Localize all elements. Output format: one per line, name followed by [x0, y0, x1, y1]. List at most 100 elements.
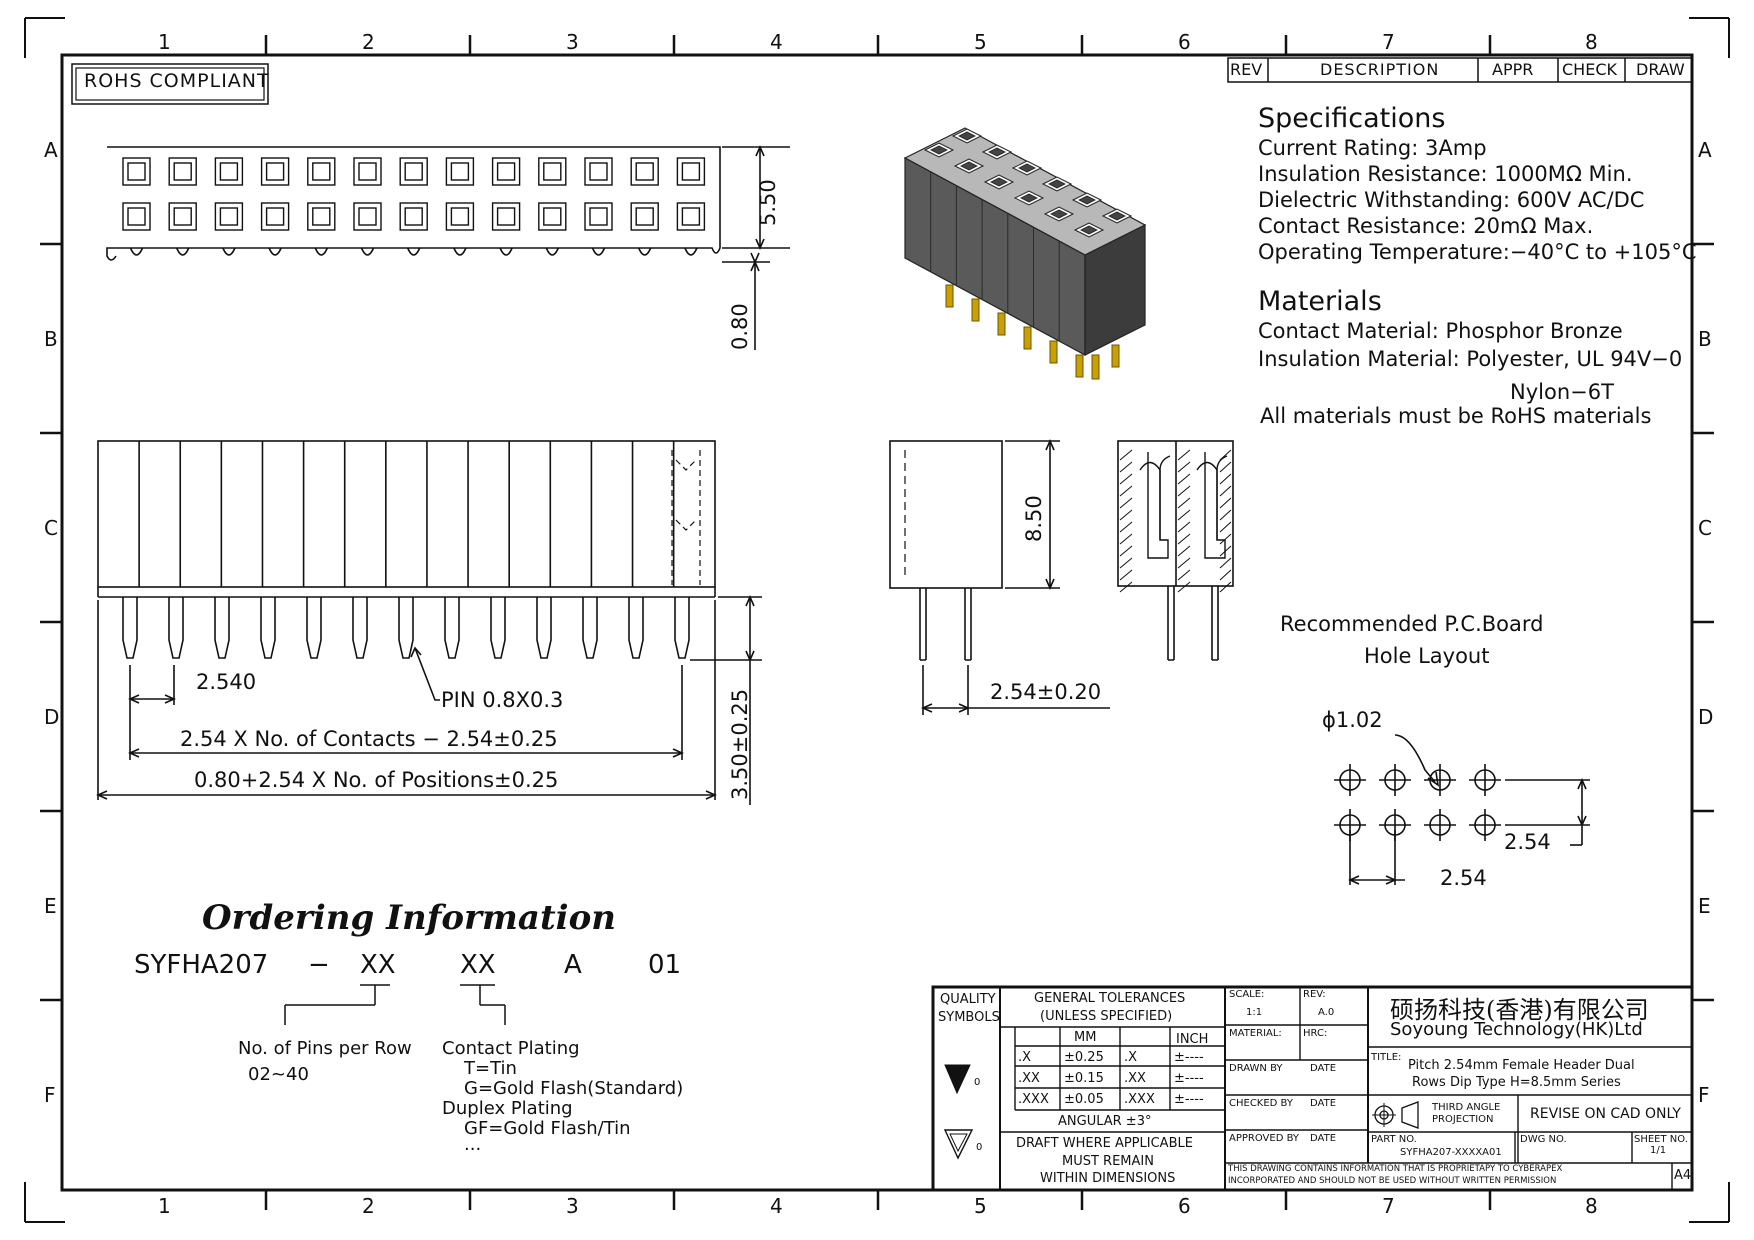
zone-column-label: 8: [1585, 30, 1598, 54]
tb-draft-line3: WITHIN DIMENSIONS: [1040, 1171, 1176, 1186]
corner-mark: [24, 1182, 65, 1223]
zone-ticks: [40, 35, 1714, 1210]
tb-checked-date: DATE: [1310, 1098, 1337, 1109]
tb-drawn-date: DATE: [1310, 1063, 1337, 1074]
check-header: CHECK: [1562, 60, 1617, 79]
tb-draft-line1: DRAFT WHERE APPLICABLE: [1016, 1136, 1193, 1151]
tb-sheet-size: A4: [1674, 1168, 1692, 1183]
spec-insulation-resistance: Insulation Resistance: 1000MΩ Min.: [1258, 162, 1633, 186]
tb-quality: QUALITY: [940, 992, 996, 1007]
tb-draft-line2: MUST REMAIN: [1062, 1154, 1154, 1169]
dim-row-pitch: 2.54±0.20: [990, 680, 1102, 704]
corner-mark: [1689, 1182, 1730, 1223]
zone-column-label: 3: [566, 1194, 579, 1218]
connector-3d-view: [903, 127, 1147, 380]
zone-row-label: D: [44, 704, 60, 729]
material-insulation: Insulation Material: Polyester, UL 94V−0: [1258, 347, 1683, 371]
tb-part-no-label: PART NO.: [1371, 1134, 1417, 1145]
ordering-pins-range: 02~40: [248, 1064, 309, 1085]
tb-tolerance-cell: ±----: [1174, 1071, 1204, 1086]
dim-pin: PIN 0.8X0.3: [441, 688, 564, 712]
tb-approved-date: DATE: [1310, 1133, 1337, 1144]
section-view: [1117, 440, 1234, 661]
tb-part-no: SYFHA207-XXXXA01: [1400, 1147, 1502, 1158]
zone-column-label: 5: [974, 1194, 987, 1218]
dim-contacts: 2.54 X No. of Contacts − 2.54±0.25: [180, 727, 558, 751]
ordering-01: 01: [648, 950, 682, 980]
material-rohs-note: All materials must be RoHS materials: [1260, 404, 1652, 428]
pcb-pitch-vertical: 2.54: [1504, 830, 1551, 854]
zone-row-label: F: [1698, 1083, 1710, 1107]
zone-column-label: 4: [770, 1194, 783, 1218]
tb-tolerance-cell: ±0.15: [1064, 1071, 1104, 1086]
tb-title-line2: Rows Dip Type H=8.5mm Series: [1412, 1075, 1621, 1090]
tb-unless-specified: (UNLESS SPECIFIED): [1040, 1009, 1173, 1024]
zone-row-label: F: [44, 1083, 56, 1107]
dim-pitch: 2.540: [196, 670, 257, 694]
zone-row-label: A: [1698, 137, 1712, 162]
ordering-duplex: Duplex Plating: [442, 1098, 573, 1119]
zone-row-label: C: [44, 515, 58, 540]
zone-column-label: 4: [770, 30, 783, 54]
tb-dwg-no-label: DWG NO.: [1520, 1134, 1567, 1145]
tb-projection-line1: THIRD ANGLE: [1432, 1102, 1501, 1113]
dim-body-height: 8.50: [1022, 495, 1046, 542]
tb-general-tolerances: GENERAL TOLERANCES: [1034, 991, 1186, 1006]
zone-column-label: 3: [566, 30, 579, 54]
ordering-gold: G=Gold Flash(Standard): [464, 1078, 684, 1099]
tb-company-cn: 硕扬科技(香港)有限公司: [1390, 996, 1649, 1024]
corner-mark: [24, 17, 65, 58]
zone-row-label: C: [1698, 515, 1712, 540]
zone-column-label: 2: [362, 30, 375, 54]
ordering-gf: GF=Gold Flash/Tin: [464, 1118, 631, 1139]
ordering-plating-xx: XX: [460, 950, 496, 980]
tb-tolerance-cell: .XXX: [1018, 1092, 1049, 1107]
zone-row-label: E: [1698, 893, 1711, 918]
spec-contact-resistance: Contact Resistance: 20mΩ Max.: [1258, 214, 1594, 238]
rohs-box-inner: [75, 67, 265, 101]
pcb-hole-diameter: ϕ1.02: [1322, 708, 1383, 732]
tb-sheet-no-label: SHEET NO.: [1634, 1134, 1688, 1145]
zone-row-label: E: [44, 893, 57, 918]
tb-tolerance-cell: ±0.25: [1064, 1050, 1104, 1065]
tb-sheet-no: 1/1: [1650, 1145, 1667, 1156]
zone-column-label: 7: [1382, 30, 1395, 54]
ordering-tin: T=Tin: [464, 1058, 517, 1079]
dim-height-top: 5.50: [756, 179, 780, 226]
tb-mm-header: MM: [1074, 1030, 1097, 1045]
tb-tolerance-cell: ±----: [1174, 1092, 1204, 1107]
tb-title-label: TITLE:: [1371, 1052, 1402, 1063]
revision-table-lines: [1227, 57, 1693, 83]
zone-column-label: 2: [362, 1194, 375, 1218]
tb-title-line1: Pitch 2.54mm Female Header Dual: [1408, 1058, 1635, 1073]
rev-header: REV: [1230, 60, 1263, 79]
tb-hrc-label: HRC:: [1303, 1028, 1328, 1039]
ordering-dash: −: [308, 950, 330, 980]
ordering-pins-label: No. of Pins per Row: [238, 1038, 412, 1059]
tb-symbol-value-2: 0: [976, 1142, 983, 1153]
tb-angular: ANGULAR ±3°: [1058, 1114, 1152, 1129]
pcb-title-line2: Hole Layout: [1364, 644, 1490, 668]
zone-column-label: 1: [158, 1194, 171, 1218]
tb-tolerance-cell: ±0.05: [1064, 1092, 1104, 1107]
ordering-title: Ordering Information: [202, 898, 616, 938]
dim-tail: 3.50±0.25: [728, 688, 752, 800]
title-block-grid: [931, 985, 1694, 1192]
ordering-code-lines: [284, 984, 506, 1025]
zone-row-label: A: [44, 137, 58, 162]
tb-notice-line2: INCORPORATED AND SHOULD NOT BE USED WITH…: [1228, 1176, 1557, 1186]
tb-tolerance-cell: .X: [1018, 1050, 1032, 1065]
rohs-compliant-label: ROHS COMPLIANT: [84, 70, 270, 92]
zone-column-label: 6: [1178, 30, 1191, 54]
materials-title: Materials: [1258, 286, 1382, 317]
tb-tolerance-cell: ±----: [1174, 1050, 1204, 1065]
side-view: [889, 439, 1110, 715]
tb-company-en: Soyoung Technology(HK)Ltd: [1390, 1019, 1643, 1040]
tb-tolerance-cell: .XX: [1018, 1071, 1040, 1086]
tb-drawn-by: DRAWN BY: [1229, 1063, 1283, 1074]
tb-scale: 1:1: [1246, 1007, 1263, 1018]
pcb-pitch-horizontal: 2.54: [1440, 866, 1487, 890]
zone-column-label: 7: [1382, 1194, 1395, 1218]
spec-operating-temp: Operating Temperature:−40°C to +105°C: [1258, 240, 1697, 264]
zone-row-label: B: [44, 326, 58, 351]
